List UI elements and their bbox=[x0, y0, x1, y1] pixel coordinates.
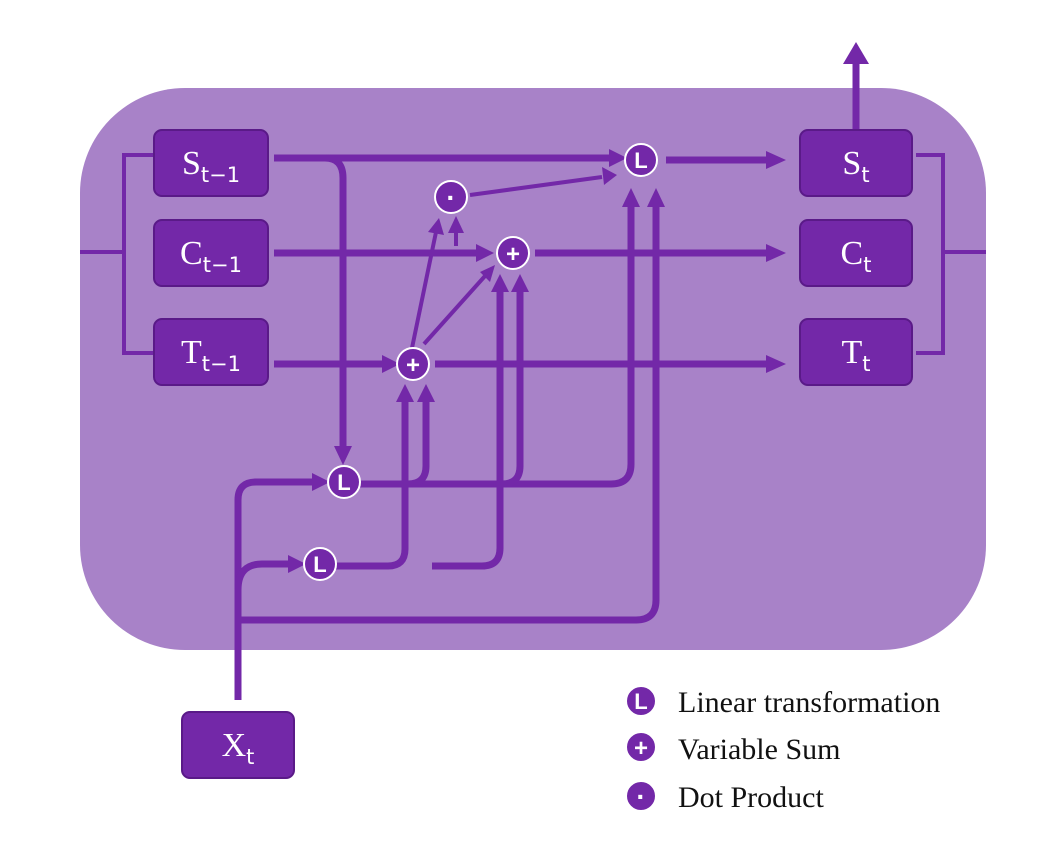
s-t-sub: t bbox=[861, 163, 869, 187]
svg-text:Tt: Tt bbox=[841, 334, 870, 376]
svg-text:Ct−1: Ct−1 bbox=[180, 235, 242, 277]
node-sum-lower-label: + bbox=[406, 352, 420, 379]
legend-sum-label: Variable Sum bbox=[678, 733, 840, 766]
s-prev-sub: t−1 bbox=[201, 163, 240, 187]
svg-text:Ct: Ct bbox=[841, 235, 872, 277]
legend-linear-label: Linear transformation bbox=[678, 686, 940, 719]
t-t-main: T bbox=[841, 334, 862, 371]
svg-text:St−1: St−1 bbox=[182, 145, 240, 187]
t-prev-main: T bbox=[181, 334, 202, 371]
legend-item-sum: + Variable Sum bbox=[625, 731, 840, 766]
s-t-main: S bbox=[842, 145, 861, 182]
node-linear-low-label: L bbox=[313, 552, 326, 577]
svg-text:Xt: Xt bbox=[222, 727, 255, 769]
wires bbox=[234, 42, 869, 700]
node-sum-upper-label: + bbox=[506, 241, 520, 268]
node-sum-lower: + bbox=[396, 347, 430, 381]
box-c-t: Ct bbox=[799, 219, 913, 287]
c-t-sub: t bbox=[863, 253, 871, 277]
legend: L Linear transformation + Variable Sum ·… bbox=[625, 685, 940, 814]
cell-background bbox=[80, 88, 986, 650]
box-t-t: Tt bbox=[799, 318, 913, 386]
legend-linear-symbol: L bbox=[634, 689, 647, 714]
box-t-prev: Tt−1 bbox=[153, 318, 269, 386]
c-prev-sub: t−1 bbox=[203, 253, 242, 277]
node-sum-upper: + bbox=[496, 236, 530, 270]
node-linear-mid: L bbox=[327, 465, 361, 499]
x-t-sub: t bbox=[246, 745, 254, 769]
legend-dot-symbol: · bbox=[636, 781, 645, 812]
node-linear-low: L bbox=[303, 547, 337, 581]
svg-text:Tt−1: Tt−1 bbox=[181, 334, 241, 376]
box-c-prev: Ct−1 bbox=[153, 219, 269, 287]
node-linear-top: L bbox=[624, 143, 658, 177]
svg-text:St: St bbox=[842, 145, 869, 187]
legend-dot-label: Dot Product bbox=[678, 781, 824, 814]
node-dot: · bbox=[434, 180, 468, 214]
s-prev-main: S bbox=[182, 145, 201, 182]
legend-sum-symbol: + bbox=[634, 735, 648, 762]
node-dot-label: · bbox=[446, 182, 455, 213]
c-t-main: C bbox=[841, 235, 864, 272]
box-s-t: St bbox=[799, 129, 913, 197]
t-t-sub: t bbox=[862, 352, 870, 376]
left-bracket bbox=[80, 153, 153, 355]
node-linear-mid-label: L bbox=[337, 470, 350, 495]
legend-item-linear: L Linear transformation bbox=[625, 685, 940, 719]
node-linear-top-label: L bbox=[634, 148, 647, 173]
t-prev-sub: t−1 bbox=[202, 352, 241, 376]
box-s-prev: St−1 bbox=[153, 129, 269, 197]
x-t-main: X bbox=[222, 727, 247, 764]
box-x-t: Xt bbox=[181, 711, 295, 779]
legend-item-dot: · Dot Product bbox=[625, 780, 824, 814]
right-bracket bbox=[916, 153, 986, 355]
c-prev-main: C bbox=[180, 235, 203, 272]
